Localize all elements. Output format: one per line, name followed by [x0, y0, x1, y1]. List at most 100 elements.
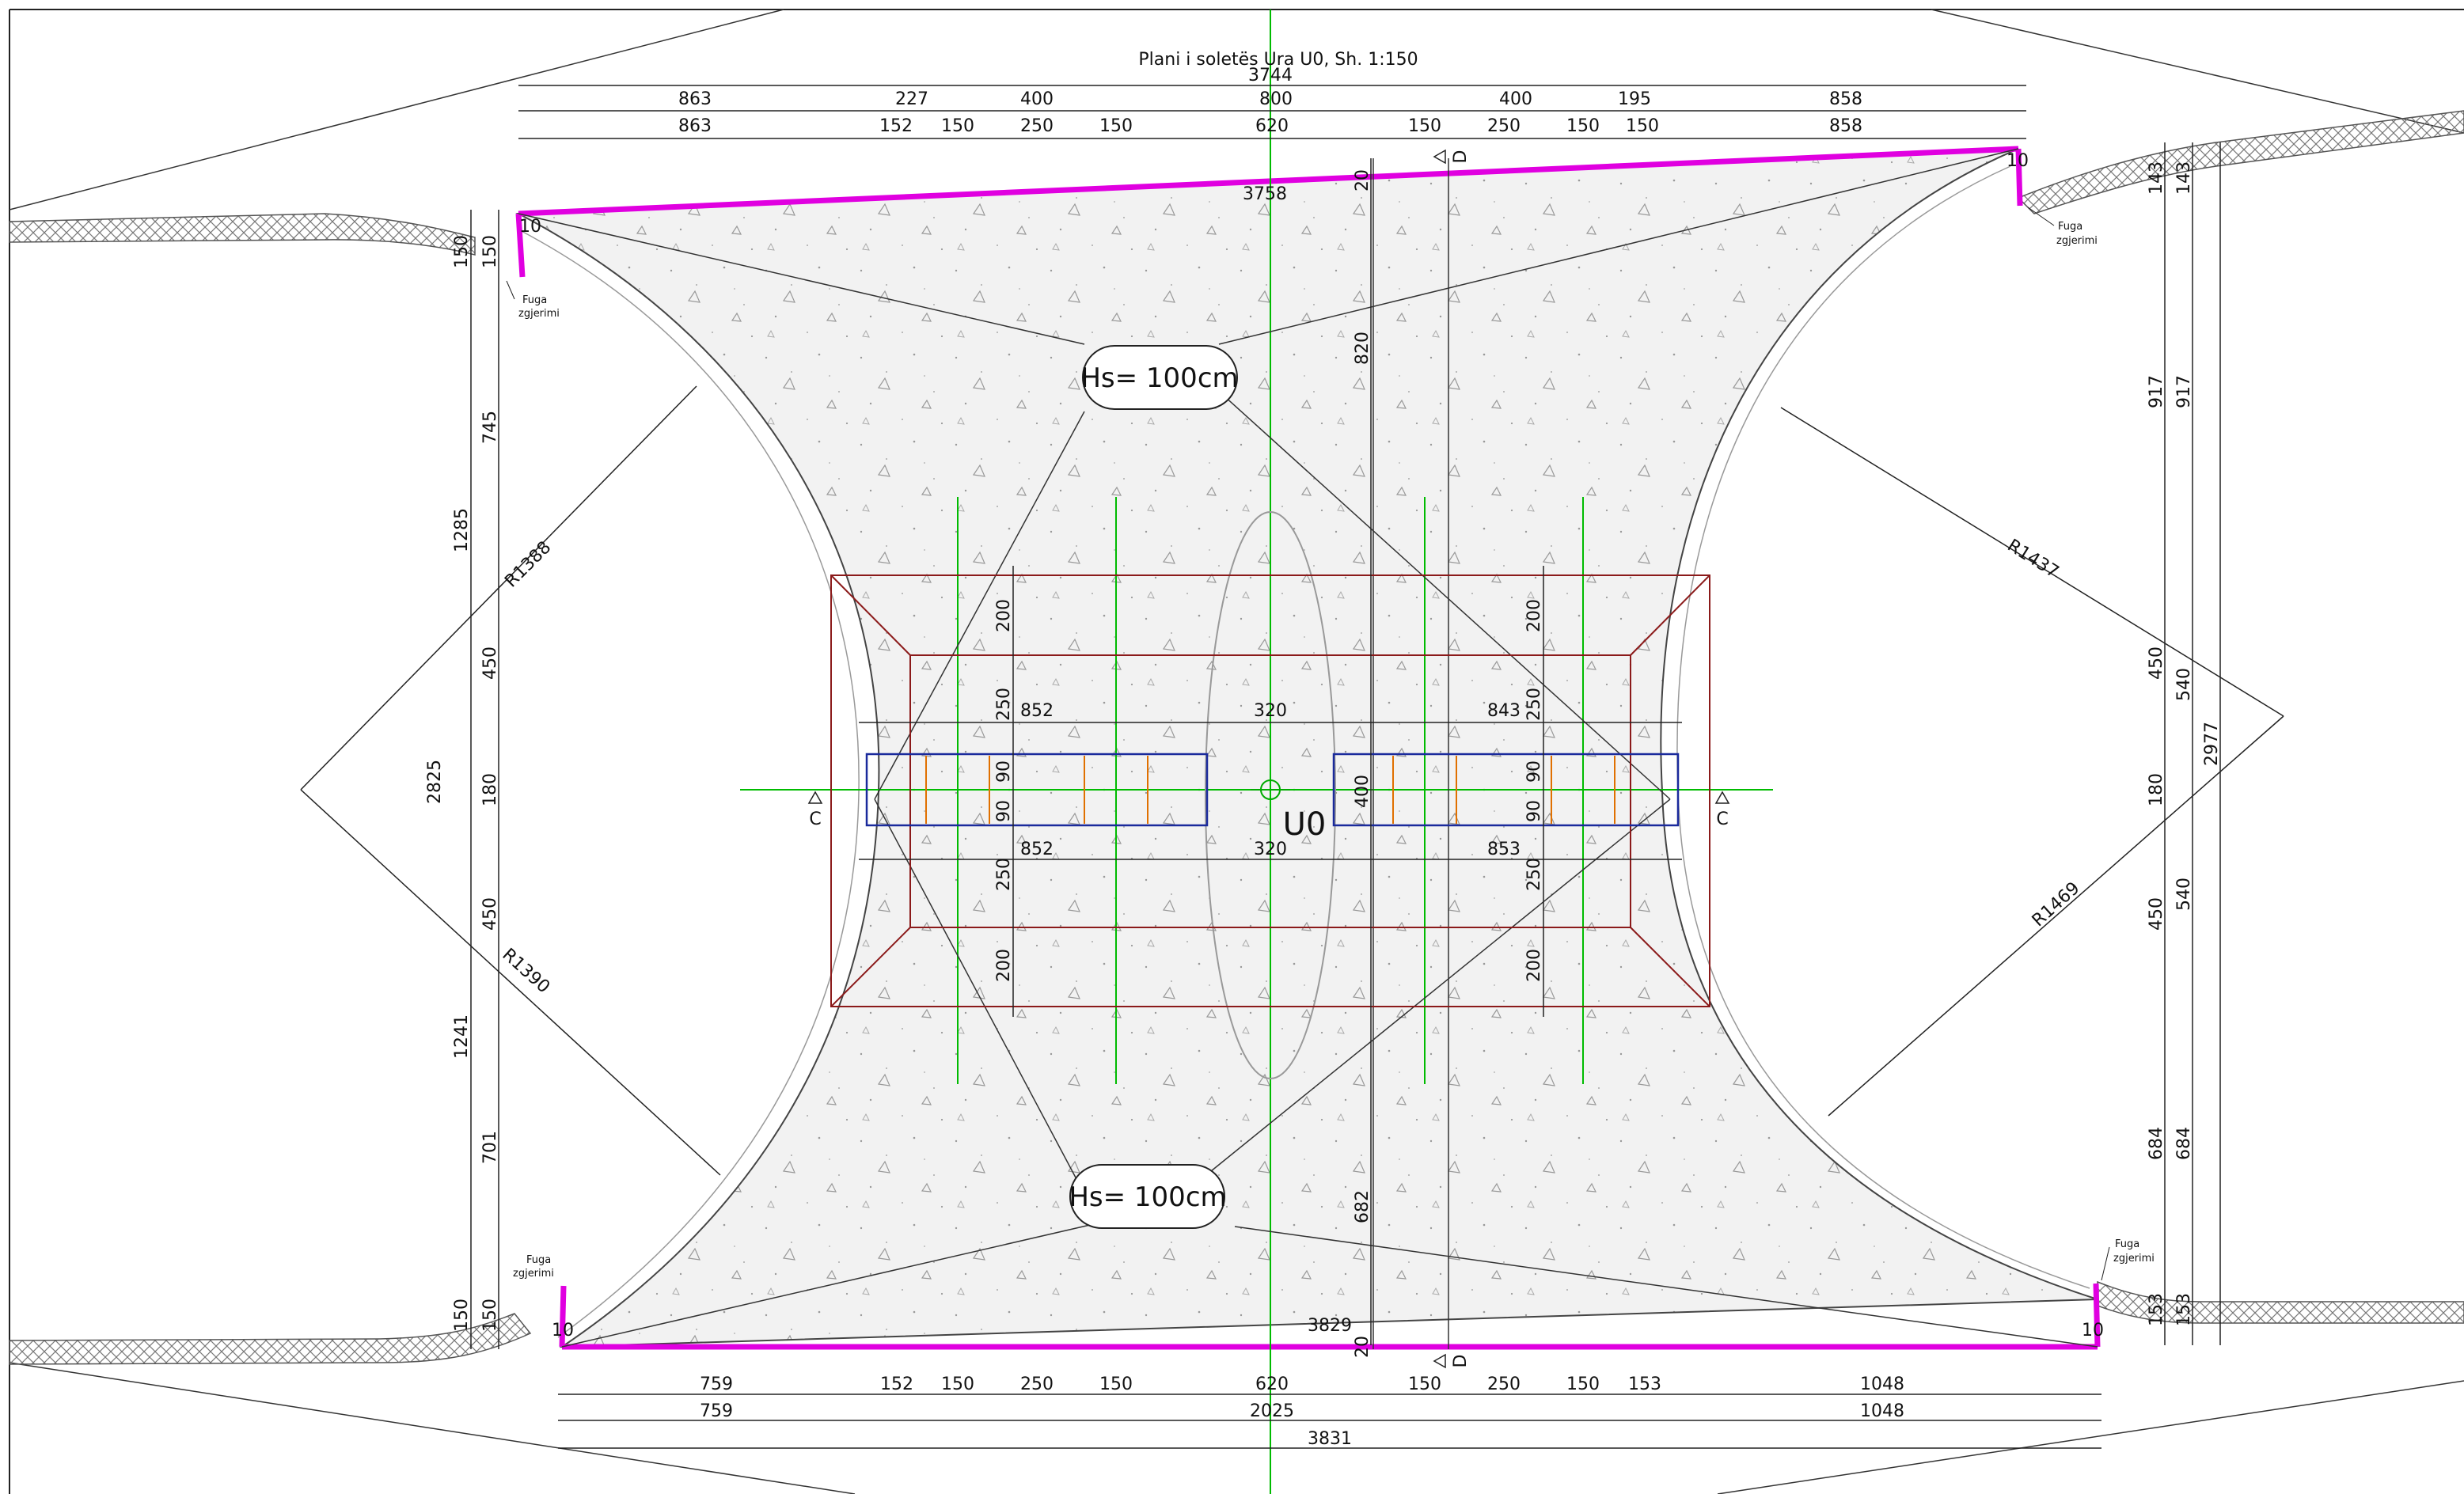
- bottom-dim: 620: [1255, 1375, 1289, 1394]
- top-edge-dim: 3758: [1243, 184, 1287, 204]
- foundation-dims: 200 250 90 90 250 200 200 250 90 90 250 …: [994, 599, 1544, 982]
- section-c-label: C: [809, 810, 821, 829]
- bottom-dim: 2025: [1250, 1401, 1294, 1421]
- foundation-dim: 200: [1524, 599, 1544, 632]
- pier-centre-mark: [1251, 779, 1290, 800]
- right-dim: 917: [2147, 375, 2166, 408]
- left-dim: 150: [452, 1299, 472, 1332]
- right-dims-outer: 143 917 540 2977 540 684 153: [2174, 161, 2222, 1326]
- fuga-line-2: zgjerimi: [2056, 235, 2098, 247]
- center-dim: 20: [1353, 1336, 1372, 1358]
- right-dim: 684: [2174, 1127, 2194, 1160]
- foundation-dim: 852: [1020, 701, 1054, 721]
- top-dim: 800: [1259, 89, 1293, 109]
- bearing-pads: [925, 756, 1615, 824]
- foundation-dim: 320: [1254, 701, 1287, 721]
- right-dim: 917: [2174, 375, 2194, 408]
- terrain-lines: [9, 9, 2464, 1494]
- top-dim: 858: [1829, 89, 1862, 109]
- section-mark-c-right: C: [1714, 791, 1730, 829]
- right-dim: 540: [2174, 878, 2194, 911]
- fuga-line-1: Fuga: [2115, 1238, 2139, 1250]
- bottom-dim: 1048: [1860, 1401, 1904, 1421]
- hs-callout-top: Hs= 100cm: [1080, 345, 1239, 410]
- foundation-dim-lines: [859, 158, 1682, 1345]
- bearing-label: 10: [2082, 1321, 2104, 1340]
- foundation-dim: 90: [994, 760, 1014, 783]
- left-dim: 701: [480, 1131, 500, 1164]
- top-dim: 150: [941, 116, 974, 136]
- top-dim: 858: [1829, 116, 1862, 136]
- center-vertical-dims: 820 682 20 20: [1353, 169, 1372, 1358]
- right-dim: 540: [2174, 668, 2194, 701]
- bearing-label: 10: [519, 217, 541, 237]
- fuga-note-bottom-left: Fuga zgjerimi: [513, 1254, 554, 1280]
- foundation-dim: 200: [1524, 949, 1544, 982]
- left-dims-inner: 150 745 450 180 450 701 150: [480, 235, 500, 1332]
- foundation-dim: 200: [994, 599, 1014, 632]
- drawing-frame: [9, 9, 2464, 1494]
- radius-label: R1469: [2029, 878, 2084, 931]
- fuga-line-2: zgjerimi: [2113, 1253, 2155, 1265]
- foundation-dim: 843: [1487, 701, 1521, 721]
- bottom-dim: 150: [1099, 1375, 1133, 1394]
- top-dim: 863: [678, 89, 712, 109]
- foundation: [830, 574, 1710, 1007]
- top-dim: 150: [1566, 116, 1600, 136]
- foundation-dim: 90: [1524, 760, 1544, 783]
- bearing-label: 10: [2007, 151, 2029, 171]
- section-mark-d-top: D: [1433, 149, 1471, 165]
- top-dim: 863: [678, 116, 712, 136]
- left-dim: 745: [480, 411, 500, 444]
- section-d-label: D: [1451, 1355, 1471, 1368]
- bottom-dim: 1048: [1860, 1375, 1904, 1394]
- bottom-dim: 250: [1020, 1375, 1054, 1394]
- fuga-note-top-left: Fuga zgjerimi: [506, 280, 560, 320]
- foundation-dim: 320: [1254, 840, 1287, 859]
- top-dim: 250: [1487, 116, 1521, 136]
- left-dims-outer: 150 1285 2825 1241 150: [425, 235, 472, 1332]
- bottom-dim: 250: [1487, 1375, 1521, 1394]
- horizontal-dim-lines: [518, 85, 2101, 1449]
- foundation-dim: 852: [1020, 840, 1054, 859]
- fuga-line-1: Fuga: [2058, 221, 2082, 233]
- right-dim: 143: [2147, 161, 2166, 195]
- section-mark-d-bottom: D: [1433, 1353, 1471, 1369]
- foundation-dim: 200: [994, 949, 1014, 982]
- top-dim: 195: [1618, 89, 1651, 109]
- center-dim: 820: [1353, 332, 1372, 365]
- approach-roads: [9, 110, 2464, 1365]
- top-dim: 620: [1255, 116, 1289, 136]
- overall-bottom-dim: 3831: [1308, 1429, 1352, 1449]
- left-dim: 1285: [452, 508, 472, 552]
- section-mark-c-left: C: [807, 791, 823, 829]
- hs-callout-bottom: Hs= 100cm: [1069, 1164, 1227, 1229]
- fuga-line-2: zgjerimi: [518, 308, 560, 320]
- bottom-dim: 759: [700, 1401, 733, 1421]
- right-dim: 450: [2147, 647, 2166, 680]
- strut-lines: [518, 148, 2098, 1348]
- fuga-line-1: Fuga: [526, 1254, 551, 1266]
- left-dim: 450: [480, 647, 500, 680]
- foundation-dim: 90: [994, 800, 1014, 822]
- bottom-dim: 150: [1408, 1375, 1441, 1394]
- left-dim: 450: [480, 897, 500, 931]
- radius-label: R1388: [501, 537, 555, 591]
- top-dim: 227: [895, 89, 928, 109]
- overall-top-dim: 3744: [1248, 66, 1293, 85]
- top-dim: 400: [1499, 89, 1532, 109]
- left-dim: 150: [452, 235, 472, 268]
- bottom-edge-dim: 3829: [1308, 1316, 1352, 1336]
- center-dim: 20: [1353, 169, 1372, 191]
- section-d-label: D: [1451, 150, 1471, 164]
- left-dim: 180: [480, 773, 500, 806]
- left-dim: 150: [480, 235, 500, 268]
- bottom-dim: 150: [941, 1375, 974, 1394]
- bearing-label: 10: [552, 1321, 574, 1340]
- fuga-note-bottom-right: Fuga zgjerimi: [2101, 1238, 2155, 1281]
- top-dim-row-2: 863 152 150 250 150 620 150 250 150 150 …: [678, 116, 1862, 136]
- right-dim: 153: [2174, 1293, 2194, 1326]
- foundation-dim: 250: [1524, 858, 1544, 891]
- radius-label: R1390: [498, 945, 553, 997]
- top-dim: 150: [1099, 116, 1133, 136]
